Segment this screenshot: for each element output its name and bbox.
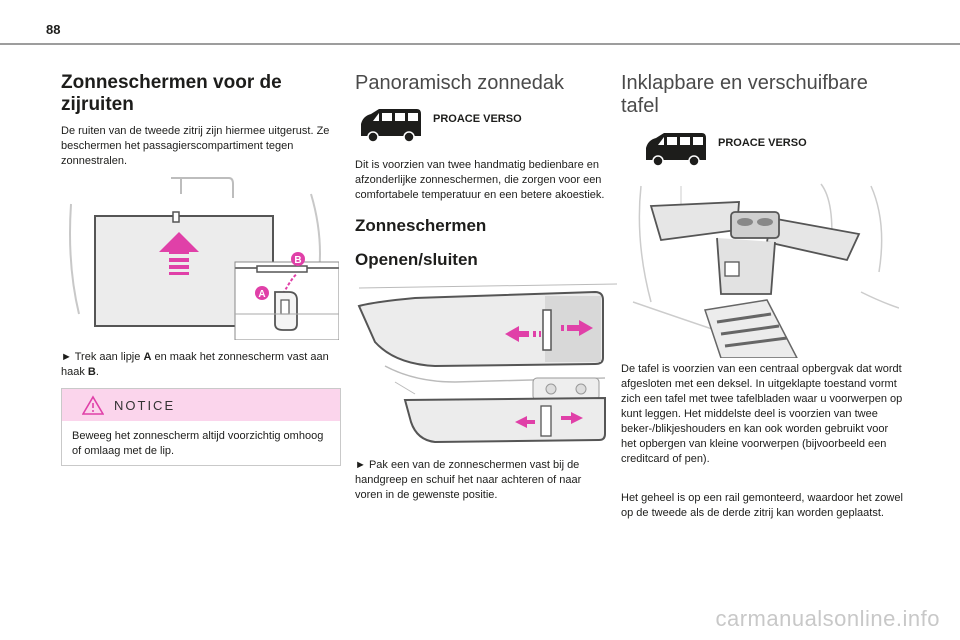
section-side-window-sunblinds: Zonneschermen voor de zijruiten De ruite… [61, 72, 339, 169]
folding-table-illustration [621, 182, 899, 358]
subtitle-sunblinds: Zonneschermen [355, 216, 487, 235]
intro-text: Dit is voorzien van twee handmatig bedie… [355, 159, 605, 201]
page-number: 88 [46, 22, 61, 37]
label-a: A [258, 289, 265, 300]
description-text-2: Het geheel is op een rail gemonteerd, wa… [621, 492, 903, 519]
step-label-a: A [143, 351, 152, 363]
intro-text: De ruiten van de tweede zitrij zijn hier… [61, 125, 330, 167]
description-text: De tafel is voorzien van een centraal op… [621, 363, 903, 465]
section-title: Inklapbare en verschuifbare tafel [621, 72, 868, 117]
watermark: carmanualsonline.info [715, 606, 940, 631]
step-arrow-icon: ► [355, 459, 366, 471]
panoramic-roof-illustration [355, 282, 617, 450]
label-b: B [294, 255, 301, 266]
instruction-step: ► Trek aan lipje A en maak het zonnesche… [61, 350, 339, 380]
notice-box: NOTICE Beweeg het zonnescherm altijd voo… [61, 388, 341, 466]
step-text-end: . [95, 366, 99, 378]
subtitle-open-close: Openen/sluiten [355, 250, 478, 269]
step-text: Trek aan lipje [71, 351, 144, 363]
section-panoramic-roof: Panoramisch zonnedak [355, 72, 633, 95]
warning-icon [82, 395, 104, 415]
notice-text: Beweeg het zonnescherm altijd voorzichti… [72, 430, 324, 457]
step-text: Pak een van de zonneschermen vast bij de… [355, 459, 582, 501]
notice-title: NOTICE [114, 397, 176, 413]
badge-label: PROACE VERSO [433, 113, 522, 125]
badge-label: PROACE VERSO [718, 137, 807, 149]
van-icon [361, 109, 421, 143]
header-rule [0, 43, 960, 45]
vehicle-badge: PROACE VERSO [640, 130, 807, 168]
side-sunblind-illustration: B A [61, 174, 339, 340]
step-arrow-icon: ► [61, 351, 72, 363]
instruction-step: ► Pak een van de zonneschermen vast bij … [355, 458, 610, 503]
van-icon [646, 133, 706, 167]
step-label-b: B [87, 366, 96, 378]
notice-header: NOTICE [62, 389, 340, 421]
vehicle-badge: PROACE VERSO [355, 106, 522, 144]
section-title: Panoramisch zonnedak [355, 72, 565, 94]
step-text-mid: en maak het zonnescherm vast aan haak [61, 351, 329, 378]
section-folding-table: Inklapbare en verschuifbare tafel [621, 72, 899, 118]
section-title: Zonneschermen voor de zijruiten [61, 72, 282, 115]
